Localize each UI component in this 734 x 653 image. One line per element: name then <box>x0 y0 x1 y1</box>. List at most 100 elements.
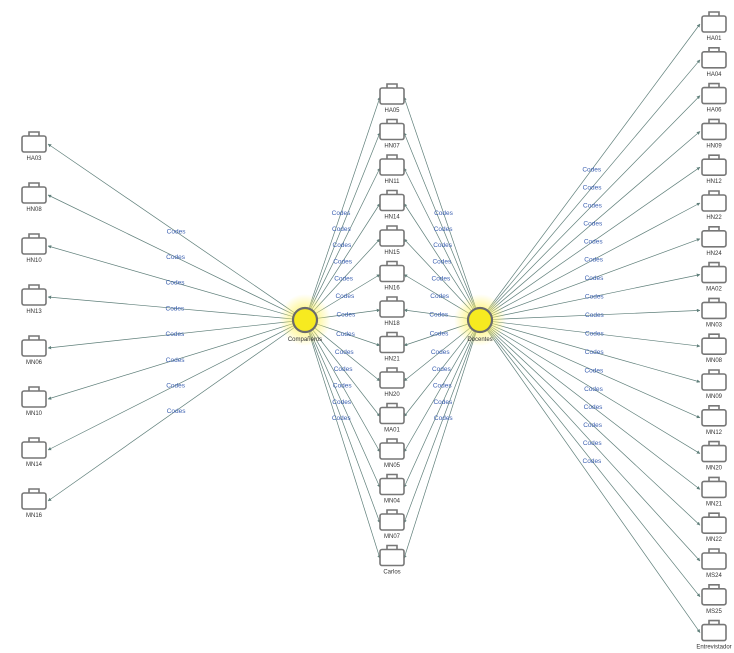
node-mn12[interactable]: MN12 <box>701 405 727 436</box>
edge-label-mid-c-4: Codes <box>334 275 354 282</box>
edge-label-mid-d-12: Codes <box>434 415 454 422</box>
briefcase-icon <box>21 437 47 459</box>
edge-mid-c-1 <box>309 132 381 309</box>
node-hn10[interactable]: HN10 <box>21 233 47 264</box>
node-mn16[interactable]: MN16 <box>21 488 47 519</box>
node-ha06[interactable]: HA06 <box>701 82 727 114</box>
briefcase-icon <box>701 619 727 642</box>
node-mn10[interactable]: MN10 <box>21 386 47 417</box>
node-label: MN05 <box>384 463 401 469</box>
node-hn22[interactable]: HN22 <box>701 190 727 221</box>
edge-label-right-0: Codes <box>582 167 602 174</box>
node-label: MS24 <box>706 573 722 579</box>
node-hn14[interactable]: HN14 <box>379 189 405 221</box>
edge-label-right-9: Codes <box>585 331 605 338</box>
node-mn03[interactable]: MN03 <box>701 297 727 328</box>
briefcase-icon <box>701 512 727 535</box>
node-label: HN11 <box>385 179 401 185</box>
briefcase-icon <box>379 402 405 425</box>
edge-label-mid-c-12: Codes <box>332 415 352 422</box>
node-mn08[interactable]: MN08 <box>701 333 727 364</box>
edge-label-right-10: Codes <box>585 349 605 356</box>
edge-label-mid-c-1: Codes <box>332 226 352 233</box>
node-label: HA06 <box>706 108 722 114</box>
briefcase-icon <box>21 131 47 153</box>
briefcase-icon <box>701 333 727 356</box>
node-ha05[interactable]: HA05 <box>379 83 405 114</box>
node-entrevistador[interactable]: Entrevistador <box>696 619 732 651</box>
edge-label-mid-d-6: Codes <box>429 312 449 319</box>
node-hn15[interactable]: HN15 <box>379 225 405 256</box>
node-mn05[interactable]: MN05 <box>379 438 405 469</box>
node-hn21[interactable]: HN21 <box>379 331 405 363</box>
edge-label-left-4: Codes <box>166 331 186 338</box>
edge-mid-c-10 <box>311 331 381 453</box>
node-ma01[interactable]: MA01 <box>379 402 405 434</box>
node-hn07[interactable]: HN07 <box>379 118 405 150</box>
edge-label-mid-d-5: Codes <box>430 293 450 300</box>
hub-docentes[interactable]: Docentes <box>454 294 506 346</box>
edge-left-2 <box>47 245 293 317</box>
edge-label-mid-c-10: Codes <box>333 383 353 390</box>
briefcase-icon <box>21 284 47 306</box>
edge-right-1 <box>488 59 701 311</box>
node-label: HA03 <box>26 156 42 162</box>
edge-label-left-6: Codes <box>166 382 186 389</box>
briefcase-icon <box>701 405 727 427</box>
node-label: MN09 <box>706 394 723 400</box>
node-mn04[interactable]: MN04 <box>379 473 405 505</box>
node-hn12[interactable]: HN12 <box>701 154 727 185</box>
edge-right-7 <box>492 273 701 318</box>
node-ma02[interactable]: MA02 <box>701 261 727 293</box>
edge-right-3 <box>489 131 701 312</box>
node-label: MN14 <box>26 462 43 468</box>
briefcase-icon <box>379 260 405 283</box>
edge-label-mid-d-7: Codes <box>430 331 450 338</box>
node-label: HN16 <box>384 286 400 292</box>
node-mn07[interactable]: MN07 <box>379 509 405 540</box>
node-ha04[interactable]: HA04 <box>701 47 727 78</box>
edge-mid-c-13 <box>308 332 381 559</box>
node-ha03[interactable]: HA03 <box>21 131 47 162</box>
node-hn16[interactable]: HN16 <box>379 260 405 292</box>
edge-labels-layer: CodesCodesCodesCodesCodesCodesCodesCodes… <box>166 167 605 465</box>
node-mn20[interactable]: MN20 <box>701 440 727 472</box>
briefcase-icon <box>701 261 727 284</box>
edge-label-right-5: Codes <box>584 257 604 264</box>
node-carlos[interactable]: Carlos <box>379 544 405 576</box>
node-hn18[interactable]: HN18 <box>379 296 405 327</box>
edge-label-right-16: Codes <box>583 458 603 465</box>
edge-label-mid-c-7: Codes <box>336 331 356 338</box>
node-hn13[interactable]: HN13 <box>21 284 47 315</box>
briefcase-icon <box>379 331 405 354</box>
edge-label-mid-d-10: Codes <box>433 383 453 390</box>
edge-mid-c-8 <box>314 327 381 382</box>
node-hn20[interactable]: HN20 <box>379 367 405 398</box>
node-mn14[interactable]: MN14 <box>21 437 47 468</box>
edge-right-5 <box>491 202 701 315</box>
node-hn09[interactable]: HN09 <box>701 118 727 149</box>
edge-label-right-13: Codes <box>584 404 604 411</box>
node-hn08[interactable]: HN08 <box>21 182 47 213</box>
node-label: MN12 <box>706 430 723 436</box>
briefcase-icon <box>379 438 405 460</box>
node-ms25[interactable]: MS25 <box>701 584 727 615</box>
node-mn22[interactable]: MN22 <box>701 512 727 543</box>
edge-mid-c-12 <box>309 332 381 524</box>
edge-mid-c-11 <box>309 331 381 488</box>
edge-label-mid-d-11: Codes <box>433 399 453 406</box>
edges-layer <box>47 23 701 633</box>
node-mn21[interactable]: MN21 <box>701 476 727 507</box>
node-hn11[interactable]: HN11 <box>379 154 405 185</box>
briefcase-icon <box>701 297 727 320</box>
briefcase-icon <box>379 367 405 389</box>
hub-companeros[interactable]: Compañeros <box>279 294 331 346</box>
node-ms24[interactable]: MS24 <box>701 548 727 579</box>
node-mn09[interactable]: MN09 <box>701 369 727 400</box>
node-hn24[interactable]: HN24 <box>701 226 727 257</box>
node-ha01[interactable]: HA01 <box>701 11 727 42</box>
node-label: MN07 <box>384 534 401 540</box>
node-mn06[interactable]: MN06 <box>21 335 47 366</box>
briefcase-icon <box>379 225 405 247</box>
